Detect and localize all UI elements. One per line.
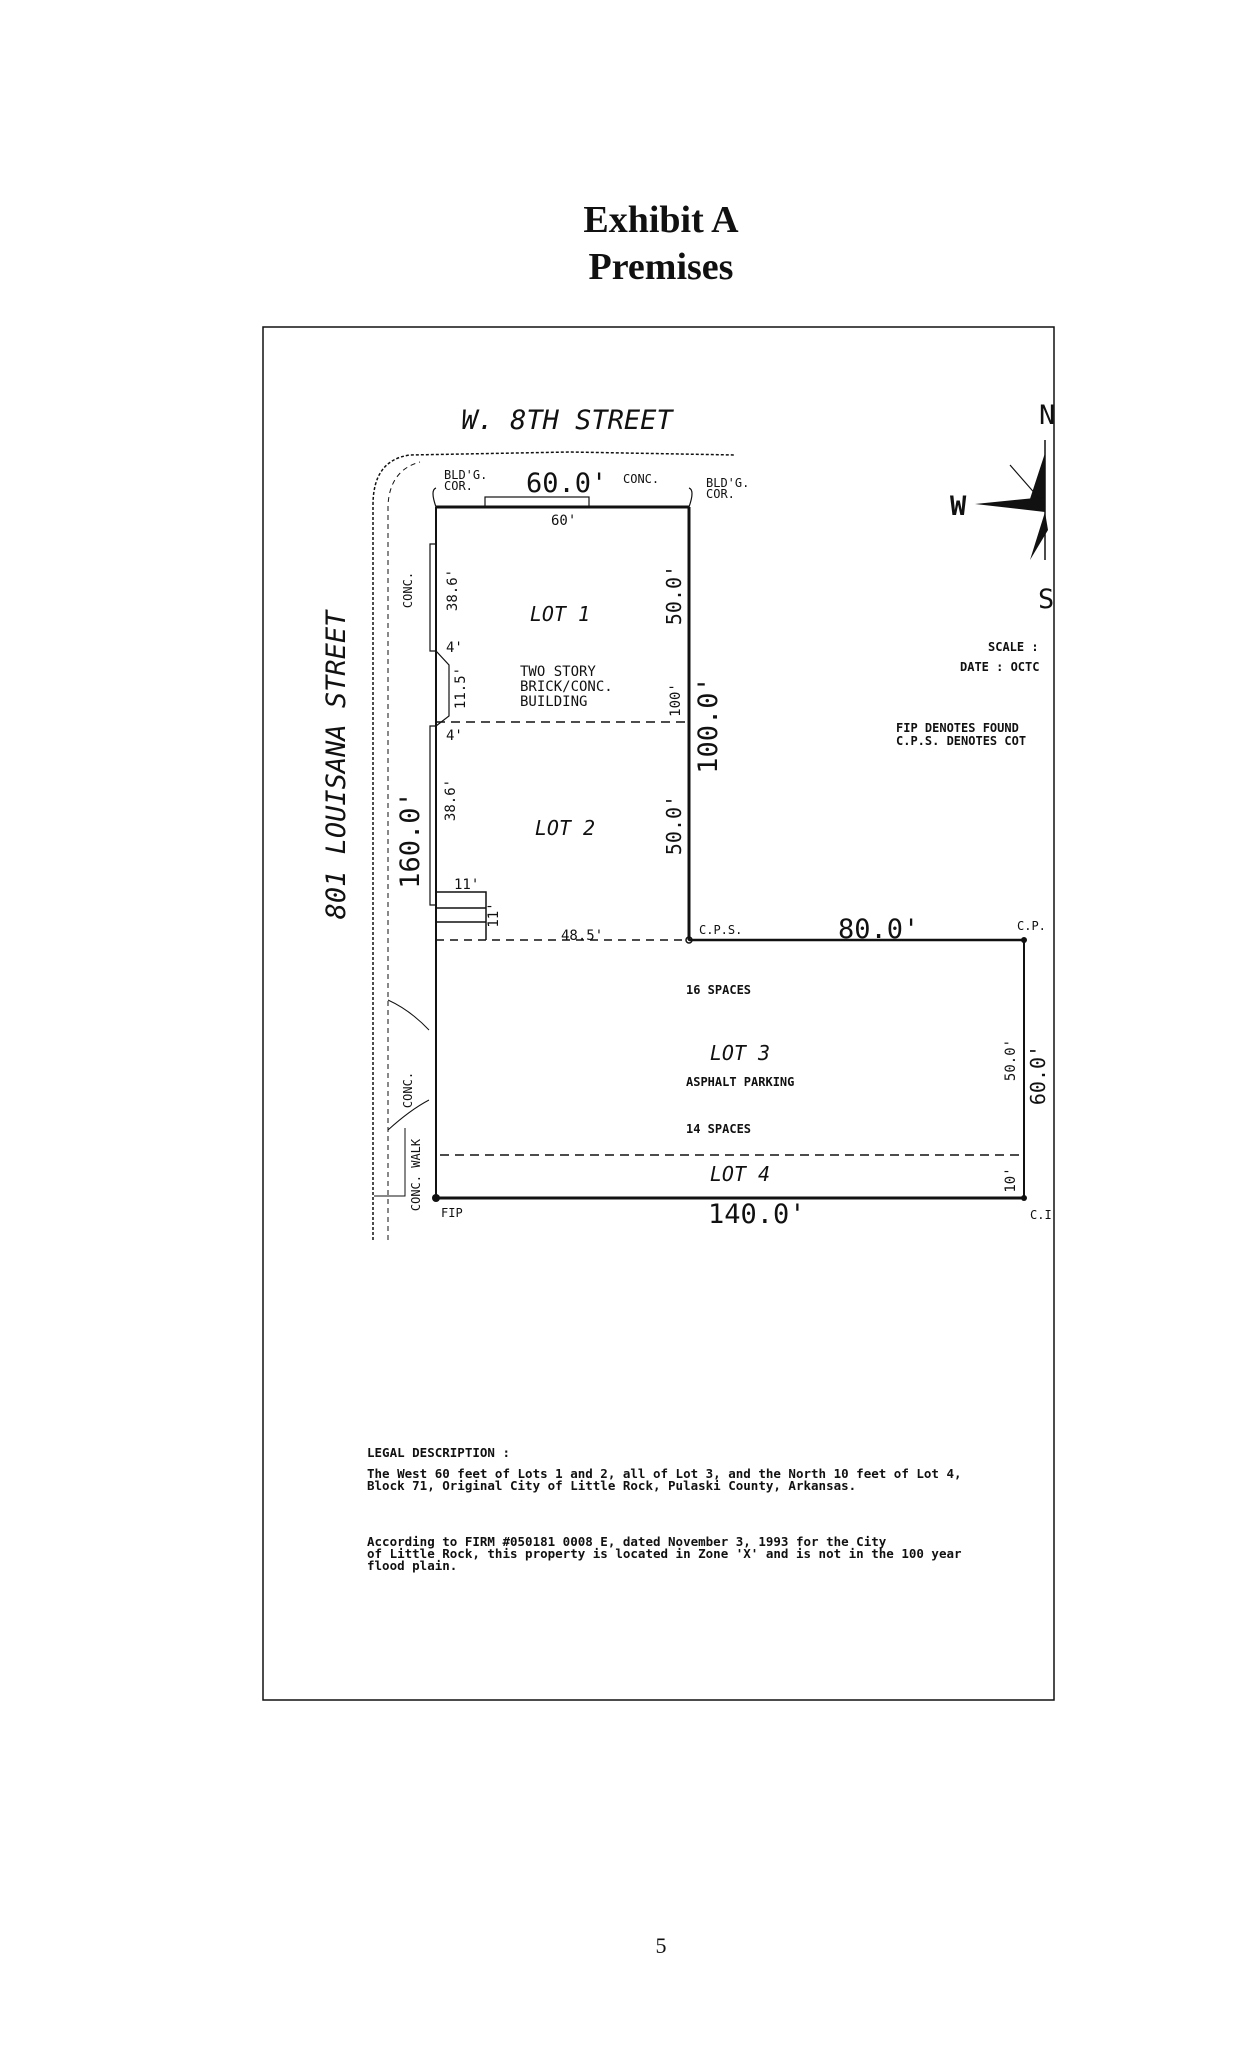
- plat-label: 10': [1003, 1167, 1019, 1192]
- plat-label: 11': [454, 877, 479, 893]
- plat-label: C.P.S. DENOTES COT: [896, 734, 1026, 748]
- dim-east: 100.0': [693, 676, 724, 774]
- plat-label: 4': [446, 640, 463, 656]
- sidewalk-line: [387, 461, 421, 1240]
- survey-frame: [262, 326, 1055, 1701]
- lot2-label: LOT 2: [535, 816, 595, 840]
- page-number: 5: [656, 1933, 667, 1958]
- plat-label: Block 71, Original City of Little Rock, …: [367, 1478, 856, 1493]
- plat-label: 60.0': [1026, 1045, 1050, 1105]
- plat-label: FIP: [441, 1206, 463, 1220]
- plat-label: ASPHALT PARKING: [686, 1075, 794, 1089]
- street-west-label: 801 LOUISANA STREET: [321, 609, 352, 920]
- north-arrow-icon: N W S: [950, 400, 1055, 615]
- plat-label: 11.5': [453, 667, 469, 709]
- plat-label: 50.0': [662, 565, 686, 625]
- survey-plat: W. 8TH STREET 801 LOUISANA STREET BLD'G.…: [321, 400, 1055, 1240]
- lot3-label: LOT 3: [710, 1041, 770, 1065]
- plat-label: CONC. WALK: [409, 1138, 423, 1211]
- plat-label: COR.: [444, 479, 473, 493]
- plat-label: 4': [446, 728, 463, 744]
- plat-label: of Little Rock, this property is located…: [367, 1546, 962, 1561]
- bldg-corner-label-east: BLD'G.: [706, 476, 749, 490]
- lot1-label: LOT 1: [530, 602, 590, 626]
- lot4-label: LOT 4: [710, 1162, 770, 1186]
- dim-top: 60.0': [526, 468, 607, 499]
- plat-label: C.I: [1030, 1208, 1052, 1222]
- plat-label: CONC.: [401, 572, 415, 608]
- plat-label: 60': [551, 513, 576, 529]
- plat-label: 50.0': [1003, 1039, 1019, 1081]
- plat-label: 38.6': [443, 779, 459, 821]
- plat-label: N: [1039, 400, 1055, 431]
- plat-label: C.P.: [1017, 919, 1046, 933]
- plat-label: C.P.S.: [699, 923, 742, 937]
- plat-label: S: [1038, 584, 1054, 615]
- plat-label: 38.6': [445, 569, 461, 611]
- plat-label: 50.0': [662, 795, 686, 855]
- plat-label: FIP DENOTES FOUND: [896, 721, 1019, 735]
- plat-label: 100': [668, 683, 684, 717]
- plat-label: COR.: [706, 487, 735, 501]
- plat-label: The West 60 feet of Lots 1 and 2, all of…: [367, 1466, 962, 1481]
- curb-line: [372, 451, 736, 1240]
- plat-label: 14 SPACES: [686, 1122, 751, 1136]
- plat-label: 48.5': [561, 928, 603, 944]
- plat-label: CONC.: [401, 1072, 415, 1108]
- scale-note: SCALE :: [988, 640, 1039, 654]
- plat-label: BRICK/CONC.: [520, 679, 613, 695]
- plat-label: TWO STORY: [520, 664, 596, 680]
- plat-label: 11': [486, 902, 502, 927]
- north-step: [484, 496, 590, 508]
- date-note: DATE : OCTC: [960, 660, 1039, 674]
- plat-label: 16 SPACES: [686, 983, 751, 997]
- plat-label: According to FIRM #050181 0008 E, dated …: [367, 1534, 887, 1549]
- plat-label: flood plain.: [367, 1558, 457, 1573]
- plat-label: CONC.: [623, 472, 659, 486]
- page-title: Exhibit A: [583, 199, 739, 241]
- plat-label: W: [950, 491, 967, 522]
- dim-80: 80.0': [838, 914, 919, 945]
- street-north-label: W. 8TH STREET: [461, 405, 674, 436]
- legal-description: LEGAL DESCRIPTION : The West 60 feet of …: [367, 1445, 962, 1573]
- page-subtitle: Premises: [589, 246, 734, 288]
- dim-140: 140.0': [708, 1199, 806, 1230]
- bldg-corner-label-west: BLD'G.: [444, 468, 487, 482]
- plat-label: BUILDING: [520, 694, 587, 710]
- plat-label: LEGAL DESCRIPTION :: [367, 1445, 510, 1460]
- dim-west: 160.0': [395, 791, 426, 889]
